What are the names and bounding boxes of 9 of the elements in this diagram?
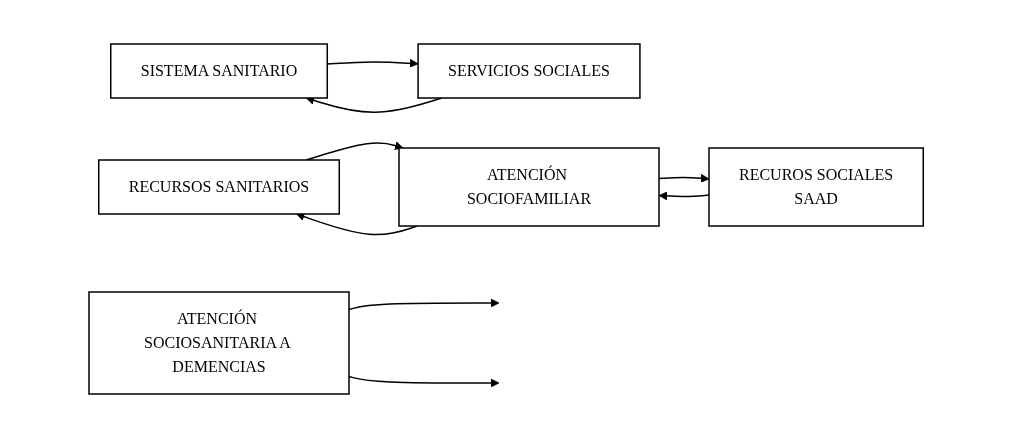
node-box: RECUROS SOCIALES SAAD — [708, 147, 924, 227]
arrow — [305, 141, 404, 161]
node-box: ATENCIÓN SOCIOSANITARIA A DEMENCIAS — [88, 291, 350, 395]
node-box: SISTEMA SANITARIO — [109, 43, 328, 99]
node-box: RECURSOS SANITARIOS — [97, 159, 340, 215]
node-box: SERVICIOS SOCIALES — [417, 43, 641, 99]
arrow — [348, 298, 500, 311]
node-box: ATENCIÓN SOCIOFAMILIAR — [398, 147, 660, 227]
arrow — [348, 375, 500, 388]
